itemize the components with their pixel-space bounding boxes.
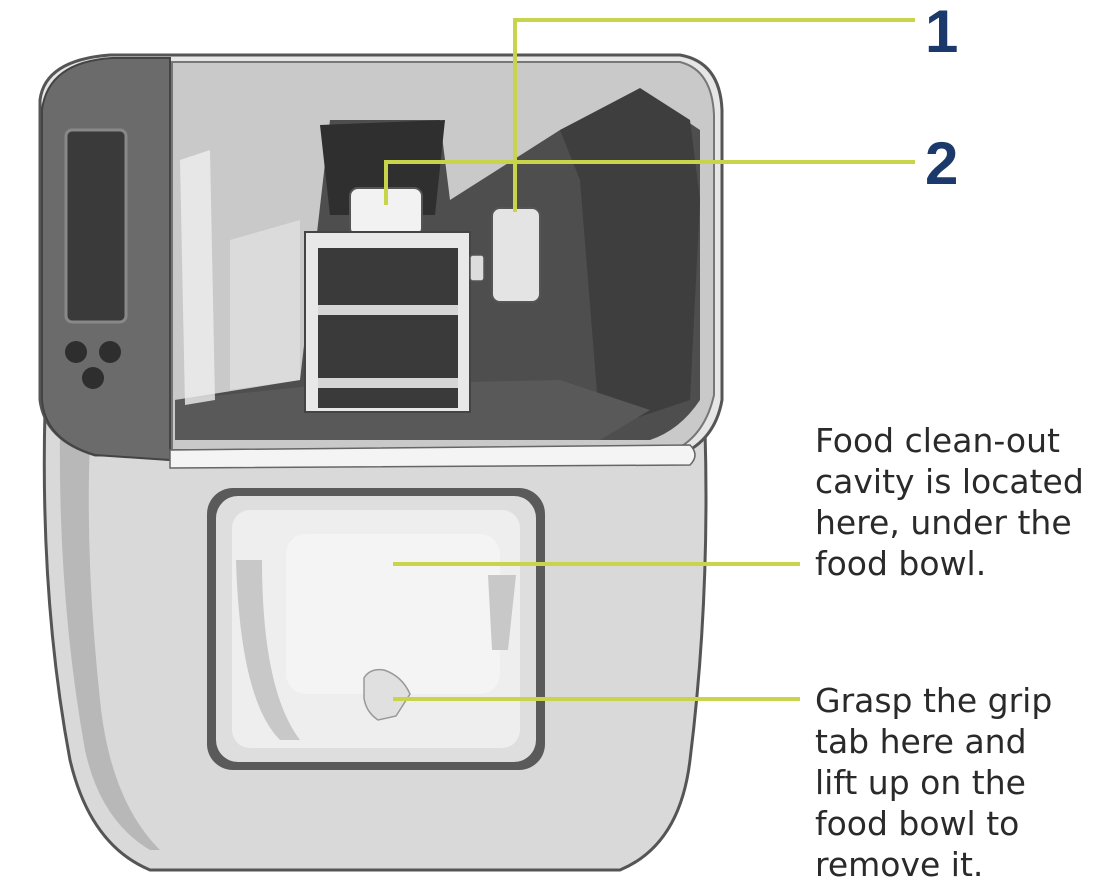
control-button-right <box>99 341 121 363</box>
control-button-bottom <box>82 367 104 389</box>
grip-tab <box>363 668 411 721</box>
leader-line-1 <box>513 18 915 212</box>
carriage-knob <box>469 254 485 282</box>
interior-right-wall <box>560 88 700 430</box>
hood-rim <box>169 444 696 469</box>
food-bowl-center <box>286 534 500 694</box>
callout-cavity-text: Food clean-out cavity is located here, u… <box>815 421 1084 583</box>
callout-number-2: 2 <box>925 130 959 197</box>
lower-housing-shade <box>59 430 160 850</box>
food-bowl-right-shadow <box>488 575 516 650</box>
food-bowl-left-shadow <box>236 560 300 740</box>
callout-number-1: 1 <box>925 0 959 65</box>
left-glass-highlight <box>180 150 215 405</box>
left-glass-highlight-2 <box>230 220 300 390</box>
control-button-left <box>65 341 87 363</box>
carriage-shelf-1 <box>318 305 458 315</box>
display-screen <box>64 128 128 324</box>
sensor-block <box>491 207 541 303</box>
callout-grip-text: Grasp the grip tab here and lift up on t… <box>815 681 1053 884</box>
carriage-shelf-2 <box>318 378 458 388</box>
leader-line-2 <box>384 160 915 205</box>
